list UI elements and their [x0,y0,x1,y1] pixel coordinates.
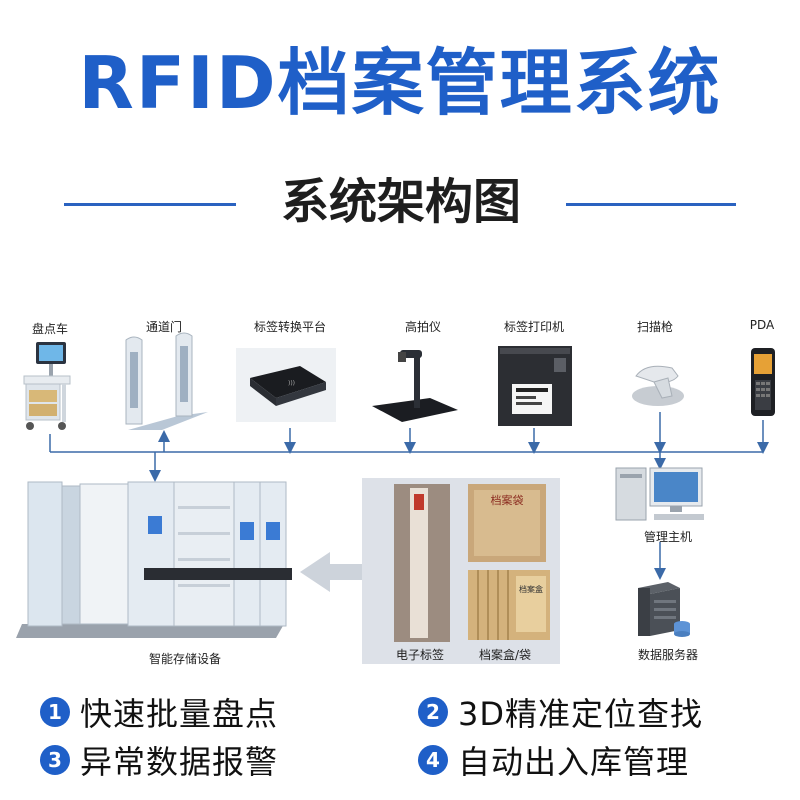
subtitle-divider-left [64,203,236,206]
device-label-scanner-gun: 扫描枪 [636,320,674,334]
feature-item: 1 快速批量盘点 [40,690,278,734]
archive-box-text: 档案盒 [519,584,543,594]
scanner-gun-icon [632,365,684,406]
archive-box-label: 档案盒/袋 [478,648,532,662]
feature-text: 异常数据报警 [80,743,279,781]
page-title: RFID档案管理系统 [78,41,722,125]
diagram-subtitle: 系统架构图 [280,174,521,230]
connection-wires [49,412,769,592]
host-label: 管理主机 [643,530,693,544]
feature-number-badge: 1 [40,697,70,727]
archive-bag-text: 档案袋 [491,493,524,507]
device-label-document-camera: 高拍仪 [404,320,442,334]
svg-text:))): ))) [288,380,295,387]
rfid-tag-icon: 档案袋 档案盒 [394,484,550,642]
mobile-shelving-icon [16,481,292,638]
storage-label: 智能存储设备 [148,652,222,666]
feature-item: 2 3D精准定位查找 [418,690,703,734]
feature-item: 4 自动出入库管理 [418,738,689,782]
feature-text: 快速批量盘点 [80,695,279,733]
device-label-label-printer: 标签打印机 [503,320,565,334]
pda-icon [751,348,775,416]
device-label-tag-converter: 标签转换平台 [253,320,327,334]
desktop-computer-icon [615,467,704,521]
feature-number-badge: 2 [418,697,448,727]
feature-number-badge: 3 [40,745,70,775]
feature-text: 自动出入库管理 [458,743,690,781]
rfid-tag-label: 电子标签 [395,648,445,662]
label-printer-icon [498,346,572,426]
device-label-inventory-cart: 盘点车 [31,322,69,336]
gate-icon [125,332,208,430]
server-label: 数据服务器 [637,648,699,662]
subtitle-divider-right [566,203,736,206]
tag-converter-icon: ))) [236,348,336,422]
subtitle-row: 系统架构图 [0,172,800,232]
feature-text: 3D精准定位查找 [458,695,704,733]
device-label-pda: PDA [749,318,775,332]
architecture-diagram: 盘点车 通道门 标签转换平台 高拍仪 标签打印机 扫描枪 PDA ))) [0,300,800,680]
document-camera-icon [372,350,458,422]
feature-item: 3 异常数据报警 [40,738,278,782]
feature-number-badge: 4 [418,745,448,775]
feature-list: 1 快速批量盘点 2 3D精准定位查找 3 异常数据报警 4 自动出入库管理 [0,690,800,790]
inventory-cart-icon [23,342,71,430]
device-label-gate: 通道门 [145,320,183,334]
server-icon [638,582,690,637]
